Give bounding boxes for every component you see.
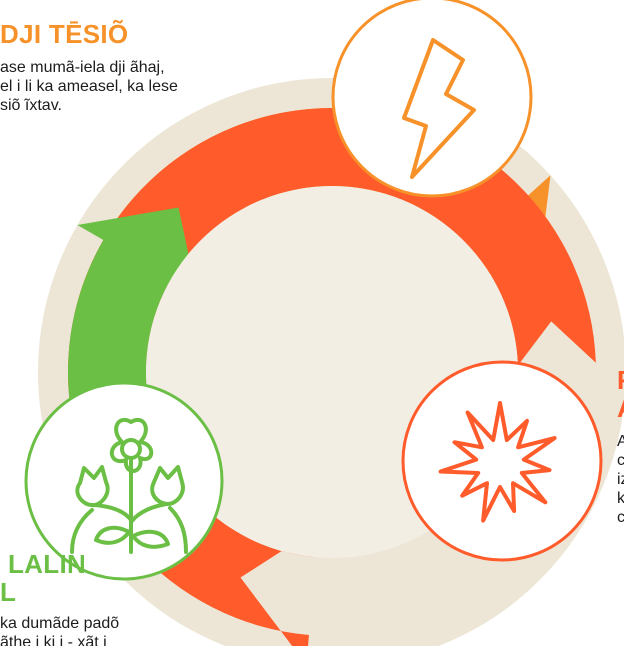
bottom-stage-node — [24, 381, 224, 581]
flowers-icon — [70, 418, 188, 554]
top-stage-node — [331, 0, 533, 198]
top-stage-line: siõ ĩxtav. — [0, 97, 62, 114]
top-stage-line: el i li ka ameasel, ka lese — [0, 78, 178, 95]
top-stage-title: DJI TĒSIÕ — [0, 19, 129, 49]
right-stage-node — [401, 360, 603, 562]
top-stage-description: ase mumã-iela dji ãhaj, el i li ka ameas… — [0, 58, 178, 115]
right-stage-line: c — [617, 452, 624, 469]
right-stage-line: A — [617, 433, 624, 450]
right-node-ring — [401, 360, 603, 562]
top-stage-text: DJI TĒSIÕ ase mumã-iela dji ãhaj, el i l… — [0, 20, 178, 115]
bottom-stage-title: LALIN — [8, 549, 87, 579]
top-node-ring — [331, 0, 533, 198]
right-stage-description: A c iz k c — [617, 432, 624, 527]
right-stage-line: iz — [617, 471, 624, 488]
right-stage-line: c — [617, 509, 624, 526]
bottom-stage-title: L — [0, 577, 17, 607]
right-stage-text: F A A c iz k c — [617, 366, 624, 527]
top-stage-line: ase mumã-iela dji ãhaj, — [0, 59, 165, 76]
explosion-burst-icon — [438, 401, 557, 523]
right-stage-line: k — [617, 490, 624, 507]
right-stage-title: F — [617, 366, 624, 394]
bottom-stage-description: ka dumãde padõ ãthe i ki i - xãt i — [0, 614, 119, 646]
right-stage-title: A — [617, 394, 624, 422]
lightning-bolt-icon — [402, 38, 476, 179]
bottom-stage-text: LALIN L ka dumãde padõ ãthe i ki i - xãt… — [0, 550, 119, 646]
bottom-stage-line: ka dumãde padõ — [0, 615, 120, 632]
bottom-stage-line: ãthe i ki i - xãt i — [0, 634, 107, 646]
